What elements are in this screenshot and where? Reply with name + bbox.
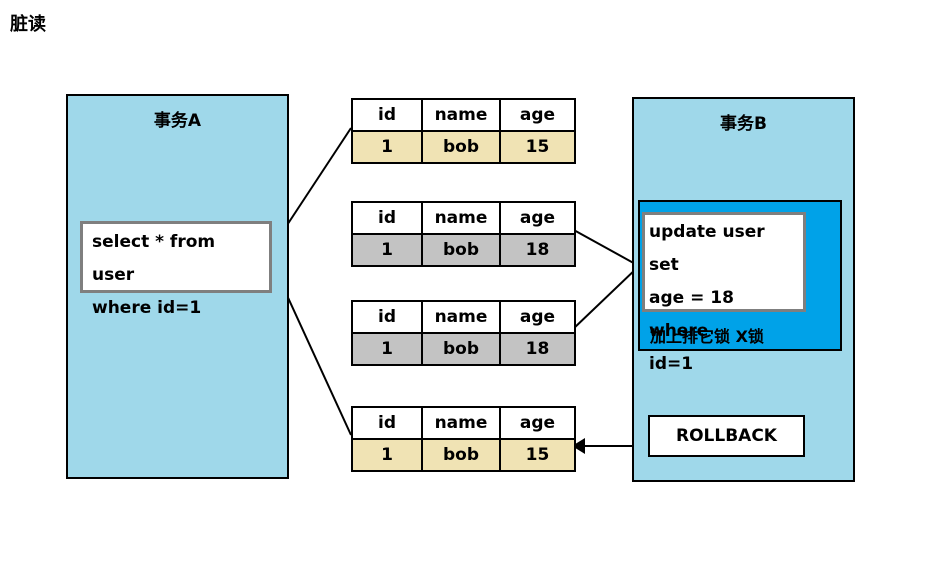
table-row: 1 bob 18 [351,233,576,267]
rollback-box: ROLLBACK [648,415,805,457]
table-snapshot-1: id name age 1 bob 15 [351,98,576,164]
sql-line: where id=1 [92,298,202,318]
header-id: id [351,300,423,334]
table-row: 1 bob 18 [351,332,576,366]
transaction-b-update-sql: update user set age = 18 where id=1 [642,212,806,374]
x-lock-label: 加上排它锁 X锁 [650,327,764,346]
cell-id: 1 [351,438,423,472]
sql-line: age = 18 where [649,288,734,341]
cell-id: 1 [351,233,423,267]
table-row: 1 bob 15 [351,438,576,472]
table-row: 1 bob 15 [351,130,576,164]
cell-name: bob [421,130,501,164]
cell-name: bob [421,438,501,472]
header-name: name [421,98,501,132]
header-id: id [351,98,423,132]
cell-id: 1 [351,332,423,366]
header-id: id [351,201,423,235]
cell-name: bob [421,332,501,366]
link-row2-to-b [571,228,640,267]
transaction-b-title: 事务B [720,114,767,134]
page-title: 脏读 [10,14,46,35]
cell-age: 18 [499,233,576,267]
sql-line: id=1 [649,354,694,374]
cell-age: 15 [499,130,576,164]
rollback-label: ROLLBACK [676,426,777,446]
cell-id: 1 [351,130,423,164]
sql-line: update user set [649,222,765,275]
cell-name: bob [421,233,501,267]
header-name: name [421,201,501,235]
transaction-a-select-sql: select * from user where id=1 [80,221,272,318]
cell-age: 18 [499,332,576,366]
header-name: name [421,300,501,334]
cell-age: 15 [499,438,576,472]
rollback-arrow-head [572,438,585,454]
header-name: name [421,406,501,440]
header-age: age [499,300,576,334]
table-snapshot-2: id name age 1 bob 18 [351,201,576,267]
table-snapshot-4: id name age 1 bob 15 [351,406,576,472]
transaction-a-title: 事务A [153,111,202,131]
link-row3-to-b [571,265,640,331]
header-id: id [351,406,423,440]
table-snapshot-3: id name age 1 bob 18 [351,300,576,366]
header-age: age [499,406,576,440]
header-age: age [499,98,576,132]
header-age: age [499,201,576,235]
sql-line: select * from user [92,232,216,285]
